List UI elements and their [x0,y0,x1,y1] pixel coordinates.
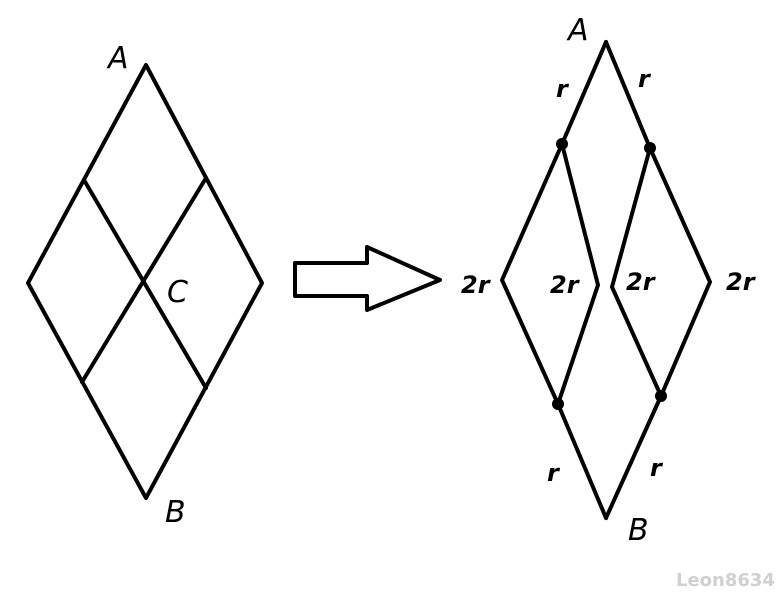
resistor-label-inner-right: 2r [626,268,657,296]
resistor-label-inner-left: 2r [550,271,581,299]
resistor-label-outer-left: 2r [461,271,492,299]
transform-arrow-icon [293,245,442,312]
left-diagonal-wire-1 [82,178,208,390]
resistor-label-bottom-right: r [650,454,664,482]
left-outer-rhombus [26,63,264,500]
junction-dot-bottom-left [552,398,564,410]
left-diagonal-wire-2 [80,176,208,384]
left-label-c: C [167,275,188,310]
left-label-a: A [106,41,129,76]
right-equivalent-network: A B r r r r 2r 2r 2r 2r [461,13,757,548]
arrow-shape [293,245,442,312]
resistor-label-bottom-left: r [547,459,561,487]
resistor-label-outer-right: 2r [726,268,757,296]
wire-bottom-left [556,402,608,520]
wire-top-left [560,40,608,146]
wire-bottom-right [604,394,663,520]
wire-top-right [604,40,652,150]
resistor-label-top-right: r [638,65,652,93]
left-label-b: B [165,495,186,530]
right-label-b: B [628,513,649,548]
junction-dot-top-left [556,138,568,150]
right-label-a: A [566,13,589,48]
junction-dot-top-right [644,142,656,154]
left-rhombus-network: A B C [26,41,264,530]
junction-dot-bottom-right [655,390,667,402]
resistor-label-top-left: r [556,75,570,103]
watermark-text: Leon8634 [676,570,775,591]
